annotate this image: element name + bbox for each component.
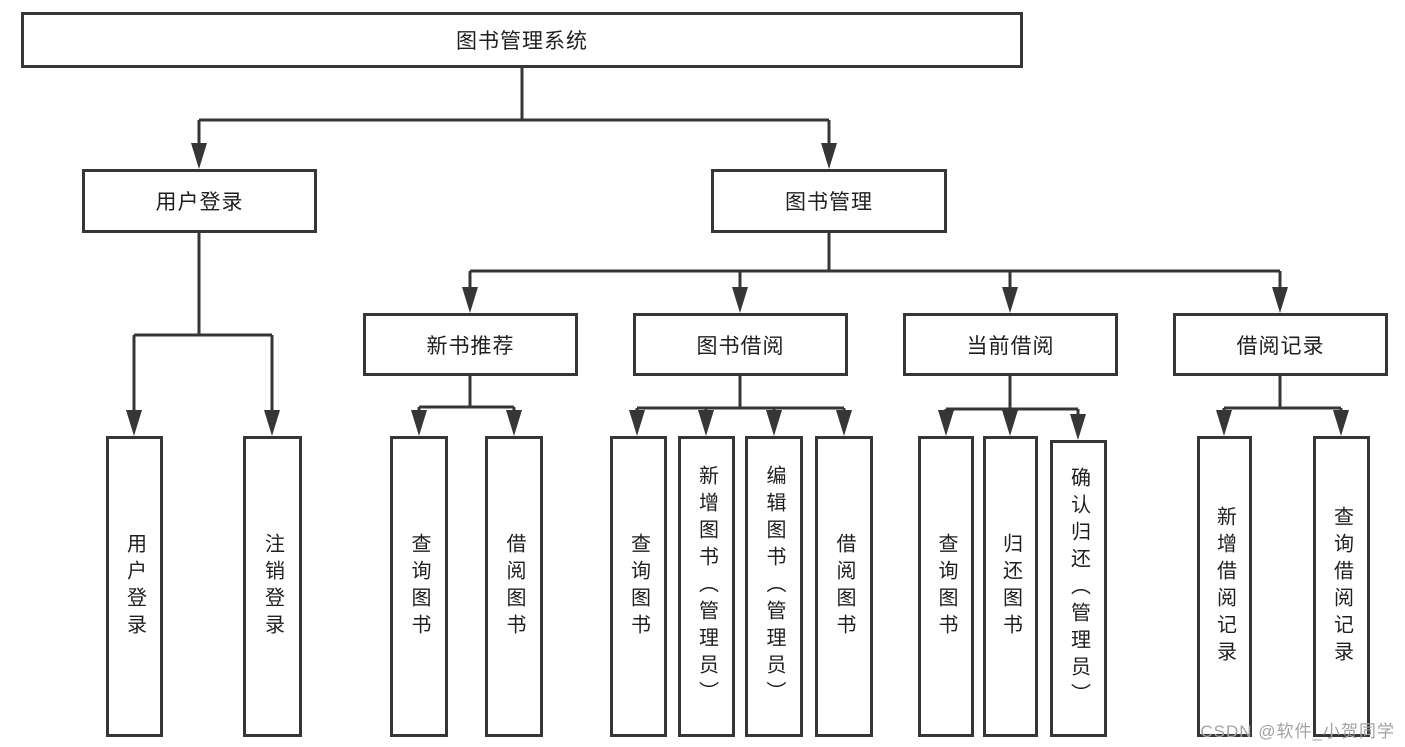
- leaf-add-book-admin: 新增图书（管理员）: [678, 436, 735, 737]
- node-label: 借阅图书: [503, 532, 525, 641]
- csdn-watermark: CSDN @软件_小贺同学: [1200, 722, 1395, 741]
- leaf-confirm-return-admin: 确认归还（管理员）: [1050, 440, 1107, 737]
- node-label: 新增图书（管理员）: [695, 465, 718, 708]
- leaf-logout: 注销登录: [243, 436, 302, 737]
- node-label: 查询图书: [408, 532, 430, 641]
- node-label: 查询图书: [935, 532, 957, 641]
- node-label: 查询图书: [627, 532, 650, 641]
- node-label: 注销登录: [261, 532, 284, 641]
- node-book-management: 图书管理: [711, 169, 947, 233]
- node-label: 查询借阅记录: [1330, 505, 1353, 668]
- leaf-query-borrow-record: 查询借阅记录: [1313, 436, 1370, 737]
- node-user-login: 用户登录: [82, 169, 317, 233]
- node-book-borrowing: 图书借阅: [633, 313, 848, 376]
- arrowhead-icons: [126, 143, 1349, 440]
- node-label: 编辑图书（管理员）: [763, 465, 785, 708]
- leaf-add-borrow-record: 新增借阅记录: [1197, 436, 1252, 737]
- leaf-edit-book-admin: 编辑图书（管理员）: [745, 436, 803, 737]
- node-label: 新书推荐: [426, 334, 515, 358]
- leaf-return-books: 归还图书: [983, 436, 1038, 737]
- leaf-query-books-3: 查询图书: [918, 436, 974, 737]
- leaf-borrow-books-2: 借阅图书: [815, 436, 873, 737]
- leaf-query-books-2: 查询图书: [610, 436, 667, 737]
- node-library-management-system: 图书管理系统: [21, 12, 1023, 68]
- node-label: 确认归还（管理员）: [1067, 467, 1090, 710]
- leaf-user-login: 用户登录: [106, 436, 163, 737]
- node-label: 用户登录: [155, 191, 244, 214]
- node-new-book-recommendation: 新书推荐: [363, 313, 578, 376]
- leaf-borrow-books-1: 借阅图书: [485, 436, 543, 737]
- node-label: 当前借阅: [966, 334, 1055, 358]
- leaf-query-books-1: 查询图书: [390, 436, 448, 737]
- node-label: 借阅记录: [1236, 334, 1325, 358]
- node-label: 图书借阅: [696, 334, 785, 358]
- node-label: 归还图书: [999, 532, 1022, 641]
- node-label: 图书管理系统: [456, 30, 588, 53]
- node-label: 新增借阅记录: [1213, 505, 1236, 668]
- node-label: 图书管理: [785, 191, 873, 214]
- node-label: 用户登录: [123, 532, 146, 641]
- node-borrowing-records: 借阅记录: [1173, 313, 1388, 376]
- node-current-borrowing: 当前借阅: [903, 313, 1118, 376]
- node-label: 借阅图书: [833, 532, 855, 641]
